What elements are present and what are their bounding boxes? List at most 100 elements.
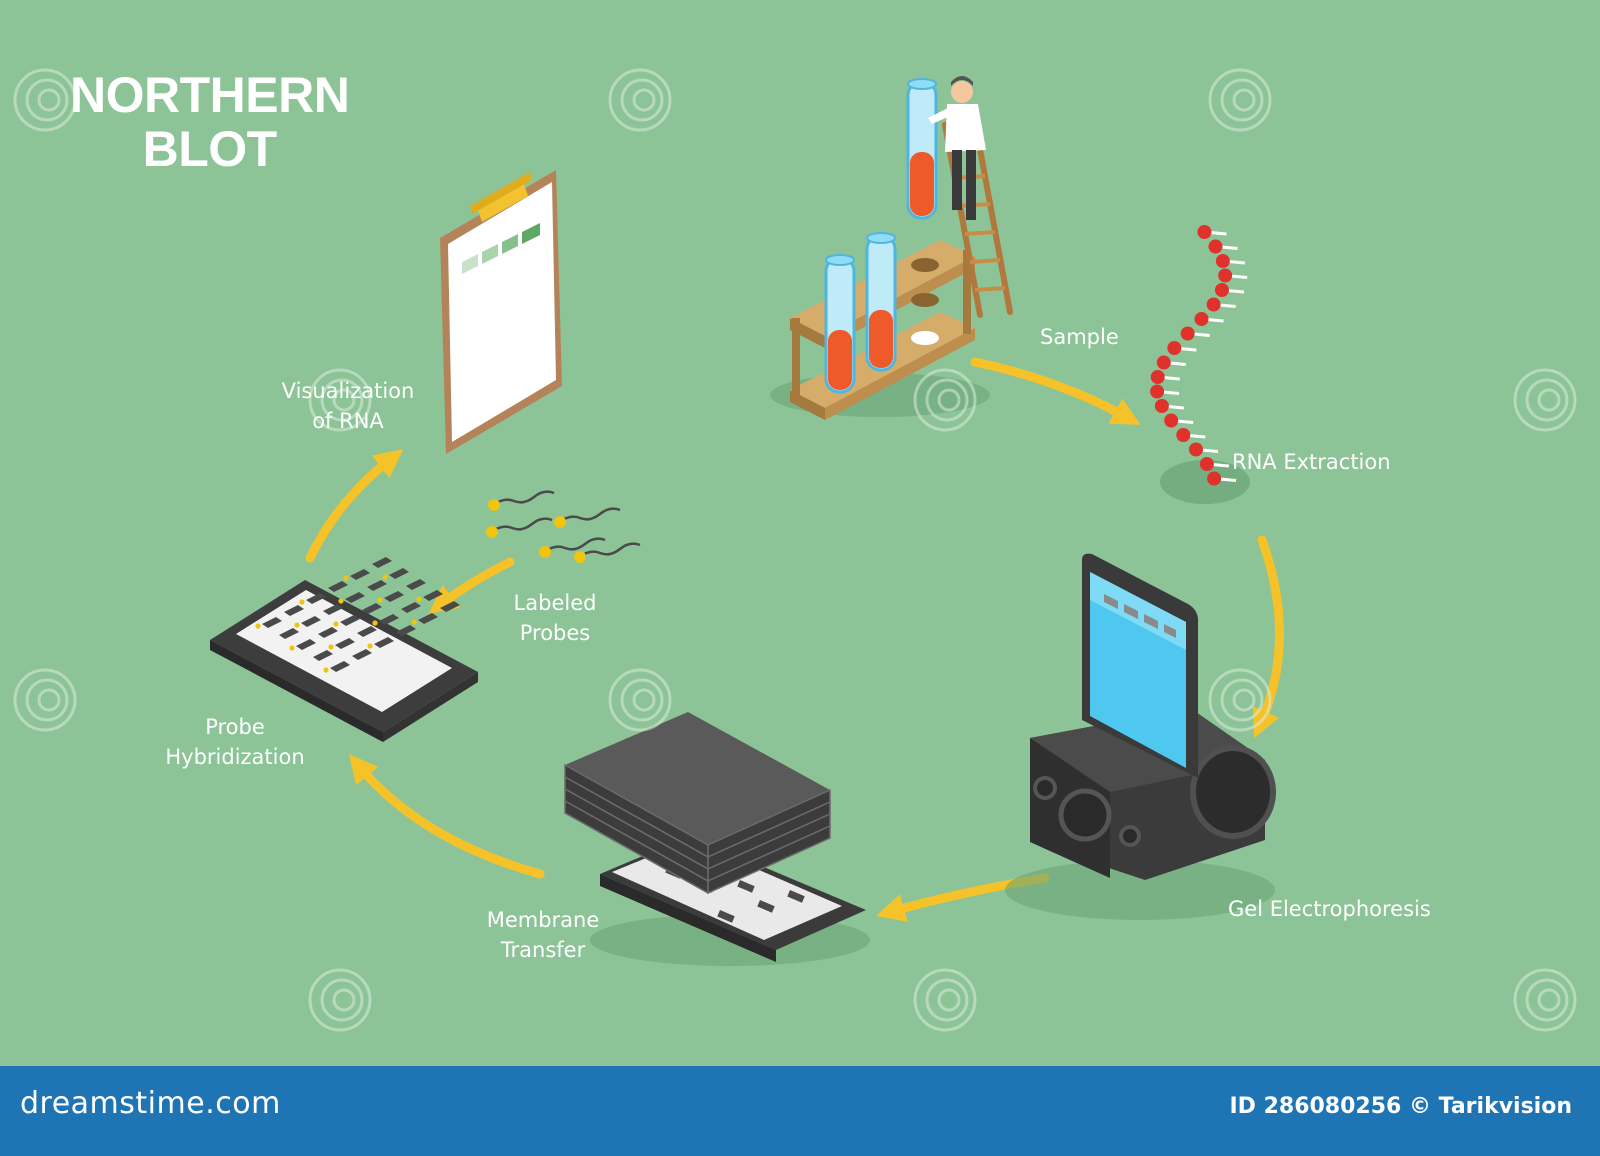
tray-cell [352,649,372,660]
tray-cell [323,604,343,615]
watermark-spiral [1513,368,1577,432]
tray-cell [379,614,399,625]
tray-cell [284,605,304,616]
rna-bead [1214,283,1229,297]
label-gel-electrophoresis: Gel Electrophoresis [1228,897,1431,921]
label-labeled-probes: Labeled Probes [505,588,605,648]
tray-probe-dot [294,622,300,628]
rna-bead [1150,370,1165,384]
tray-cell [367,580,387,591]
probe-hybridization-illustration [210,557,478,742]
rna-bead [1150,384,1165,399]
tray-cell [306,593,326,604]
watermark-spiral [913,368,977,432]
tray-probe-dot [328,644,334,650]
membrane-transfer-illustration [564,712,870,966]
rna-bead [1194,312,1209,326]
label-hybridization-line-1: Probe [205,715,265,739]
tray-cell [396,625,416,636]
watermark-spiral [308,368,372,432]
probe-labels [486,499,586,563]
label-sample: Sample [1040,325,1119,349]
rna-bead [1176,428,1191,442]
watermark-spiral [13,668,77,732]
rna-bead [1188,442,1203,457]
tray-probe-dot [323,667,329,673]
arrow-sample-to-rna [970,357,1141,426]
tray-cell [279,628,299,639]
tray-cell [362,603,382,614]
watermark-spiral [308,968,372,1032]
tray-cell [330,661,350,672]
rna-bead [1180,326,1195,341]
tray-cell [406,579,426,590]
rna-bead [1215,254,1230,268]
rna-bead [1154,399,1169,413]
arrow-probes-to-hybridization [428,557,515,614]
tray-cell [401,602,421,613]
labeled-probes-illustration [491,490,641,558]
rna-strand-illustration [1150,225,1250,504]
footer-site-link[interactable]: dreamstime.com [20,1086,281,1121]
watermark-spiral [13,68,77,132]
arrow-membrane-to-hybridization [348,753,545,879]
label-visualization-of-rna: Visualization of RNA [278,376,418,436]
watermark-spiral [1208,68,1272,132]
tray-cell [262,617,282,628]
tray-cell [335,638,355,649]
label-probes-line-2: Probes [519,621,591,645]
watermark-spirals [13,68,1577,1032]
tray-cell [389,568,409,579]
rna-bead [1218,268,1233,283]
tray-probe-dot [338,598,344,604]
tray-probe-dot [255,623,261,629]
tray-cell [328,581,348,592]
rna-bead [1197,225,1212,239]
watermark-spiral [913,968,977,1032]
rna-bead [1207,471,1222,486]
tray-cell [374,637,394,648]
label-membrane-line-1: Membrane [486,908,600,932]
tray-probe-dot [343,575,349,581]
tray-probe-dot [333,621,339,627]
tray-cell [340,615,360,626]
arrow-hybridization-to-visualization [305,449,404,563]
label-visualization-line-2: of RNA [312,409,384,433]
sample-illustration [770,76,1013,420]
tray-probe-dot [289,645,295,651]
tray-probe-dot [377,597,383,603]
tray-cell [357,626,377,637]
tray-cell [350,569,370,580]
tray-cell [296,639,316,650]
arrow-rna-to-gel [1252,535,1284,739]
tray-cell [313,650,333,661]
rna-bead [1206,297,1221,312]
rna-bead [1199,457,1214,471]
diagram-title: NORTHERN BLOT [70,67,350,177]
watermark-spiral [1208,668,1272,732]
footer-bar: dreamstime.com ID 286080256 © Tarikvisio… [0,1066,1600,1156]
tray-cell [384,591,404,602]
watermark-spiral [608,668,672,732]
label-hybridization-line-2: Hybridization [165,745,305,769]
tray-cell [345,592,365,603]
tray-probe-dot [411,619,417,625]
tray-cell [418,613,438,624]
tray-probe-dot [416,596,422,602]
watermark-spiral [608,68,672,132]
tray-probe-dot [382,574,388,580]
label-visualization-line-1: Visualization [281,379,415,403]
clipboard-illustration [440,170,562,454]
gel-electrophoresis-illustration [1005,553,1276,920]
rna-bead [1208,239,1223,254]
tray-cell [372,557,392,568]
footer-credit: ID 286080256 © Tarikvision [1229,1094,1572,1119]
title-line-1: NORTHERN [70,67,350,123]
tray-probe-dot [299,599,305,605]
tray-probe-dot [372,620,378,626]
tray-cell [440,601,460,612]
label-probes-line-1: Labeled [513,591,597,615]
title-line-2: BLOT [142,121,278,177]
label-rna-extraction: RNA Extraction [1232,450,1391,474]
